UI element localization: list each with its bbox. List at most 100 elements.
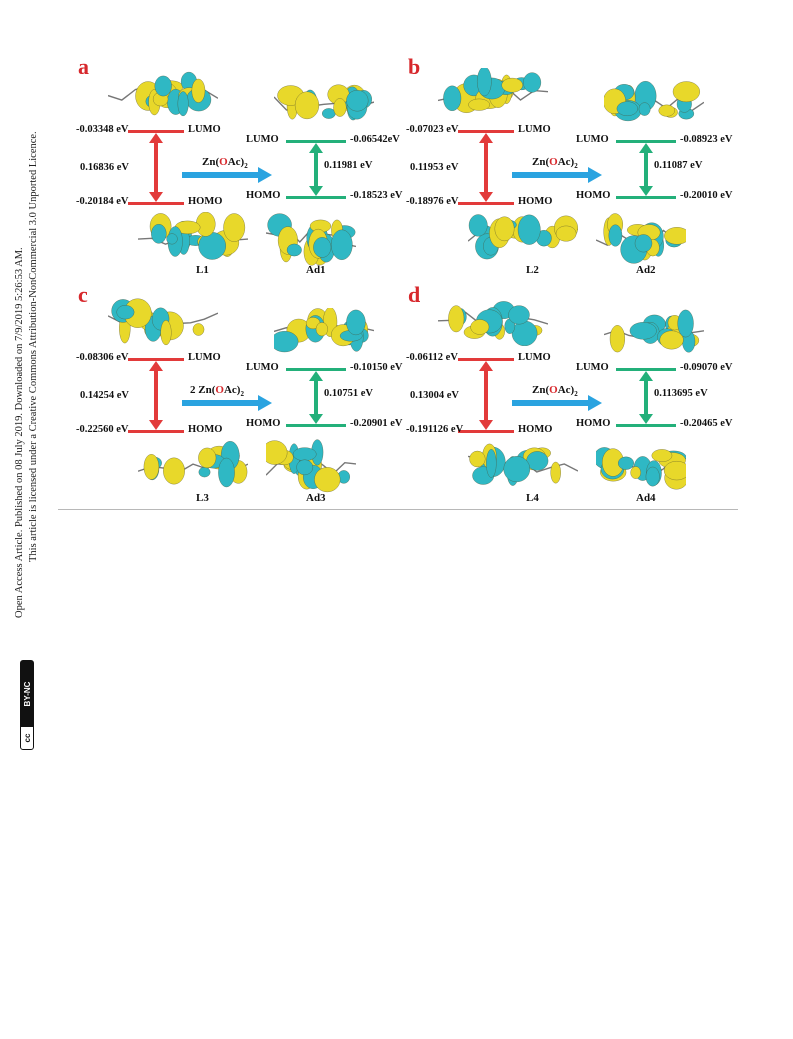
panel-a-ligand-gap-arrow [154,142,158,192]
panel-d-adduct-lumo-level [616,368,676,371]
reaction-arrow-head [588,167,602,183]
panel-a-adduct-homo-label: HOMO [246,190,281,201]
panel-a-adduct-arrow-down-head [309,186,323,196]
orbital-surface-image [138,441,248,488]
panel-b-adduct-gap-arrow [644,152,648,186]
panel-a-ligand-homo-label: HOMO [188,196,223,207]
panel-a-adduct-gap-arrow [314,152,318,186]
panel-d-adduct-homo-level [616,424,676,427]
panel-c-adduct-gap: 0.10751 eV [324,388,373,399]
panel-d-adduct-lumo-energy: -0.09070 eV [680,362,733,373]
panel-c-ligand-arrow-down-head [149,420,163,430]
panel-a-adduct-lumo-label: LUMO [246,134,279,145]
panel-b-ligand-gap: 0.11953 eV [410,162,459,173]
orbital-surface-image [468,443,578,486]
reaction-arrow-head [588,395,602,411]
panel-a-adduct-lumo-energy: -0.06542eV [350,134,400,145]
panel-c-adduct-homo-energy: -0.20901 eV [350,418,403,429]
oxygen-highlight: O [549,384,558,396]
orbital-surface-image [604,81,704,122]
reagent-label: Zn(OAc)2 [202,156,248,171]
panel-b-adduct-lumo-label: LUMO [576,134,609,145]
orbital-surface-image [266,213,356,266]
panel-b-ligand-arrow-down-head [479,192,493,202]
reaction-arrow [182,172,258,178]
panel-a-adduct-name: Ad1 [306,264,326,276]
reaction-arrow-head [258,167,272,183]
panel-c-ligand-lumo-label: LUMO [188,352,221,363]
panel-a-ligand-homo-level [128,202,184,205]
panel-c-adduct-homo-level [286,424,346,427]
reaction-arrow [512,400,588,406]
panel-c-letter: c [78,282,88,307]
panel-b-adduct-arrow-down-head [639,186,653,196]
panel-a-ligand-arrow-up-head [149,133,163,143]
panel-c-ligand-lumo-level [128,358,184,361]
panel-d-ligand-lumo-energy: -0.06112 eV [406,352,458,363]
orbital-surface-image [438,301,548,346]
panel-a-adduct-arrow-up-head [309,143,323,153]
reaction-arrow [182,400,258,406]
subscript: 2 [244,162,248,171]
panel-a-ligand-lumo-energy: -0.03348 eV [76,124,129,135]
panel-b-ligand-lumo-label: LUMO [518,124,551,135]
panel-d-adduct-name: Ad4 [636,492,656,504]
panel-d-ligand-gap-arrow [484,370,488,420]
panel-c-ligand-lumo-energy: -0.08306 eV [76,352,129,363]
panel-a-letter: a [78,54,89,79]
panel-d-ligand-homo-energy: -0.191126 eV [406,424,464,435]
oxygen-highlight: O [219,156,228,168]
panel-d-ligand-homo-label: HOMO [518,424,553,435]
panel-b-ligand-lumo-energy: -0.07023 eV [406,124,459,135]
oxygen-highlight: O [215,384,224,396]
panel-b-ligand-arrow-up-head [479,133,493,143]
orbital-surface-image [108,298,218,346]
panel-b-ligand-homo-energy: -0.18976 eV [406,196,459,207]
orbital-surface-image [266,439,356,493]
panel-a-adduct-homo-level [286,196,346,199]
panel-b-ligand-homo-level [458,202,514,205]
oxygen-highlight: O [549,156,558,168]
reaction-arrow-head [258,395,272,411]
panel-d-adduct-gap-arrow [644,380,648,414]
panel-b-ligand-lumo-level [458,130,514,133]
panel-d-ligand-name: L4 [526,492,539,504]
reagent-label: Zn(OAc)2 [532,156,578,171]
orbital-surface-image [596,213,686,264]
panel-b-adduct-homo-level [616,196,676,199]
panel-c-adduct-lumo-energy: -0.10150 eV [350,362,403,373]
panel-d-adduct-arrow-down-head [639,414,653,424]
cc-license-badge[interactable]: cc BY-NC [20,660,110,750]
panel-c-adduct-arrow-up-head [309,371,323,381]
panel-b-adduct-homo-label: HOMO [576,190,611,201]
panel-a-ligand-name: L1 [196,264,209,276]
reagent-label: Zn(OAc)2 [532,384,578,399]
orbital-surface-image [108,71,218,117]
panel-d-adduct-arrow-up-head [639,371,653,381]
panel-c-adduct-homo-label: HOMO [246,418,281,429]
panel-b-adduct-homo-energy: -0.20010 eV [680,190,733,201]
panel-a-ligand-arrow-down-head [149,192,163,202]
orbital-surface-image [604,309,704,353]
panel-c-adduct-name: Ad3 [306,492,326,504]
panel-d-ligand-gap: 0.13004 eV [410,390,459,401]
panel-b-ligand-gap-arrow [484,142,488,192]
by-nc-label: BY-NC [21,661,33,727]
panel-a-adduct-homo-energy: -0.18523 eV [350,190,403,201]
panel-d-adduct-homo-energy: -0.20465 eV [680,418,733,429]
panel-d-adduct-homo-label: HOMO [576,418,611,429]
panel-c-adduct-arrow-down-head [309,414,323,424]
orbital-surface-image [138,212,248,260]
panel-d-ligand-lumo-level [458,358,514,361]
panel-d-ligand-homo-level [458,430,514,433]
subscript: 2 [574,390,578,399]
panel-c-adduct-lumo-level [286,368,346,371]
reaction-arrow [512,172,588,178]
panel-d-adduct-gap: 0.113695 eV [654,388,708,399]
panel-c-ligand-gap: 0.14254 eV [80,390,129,401]
panel-d-letter: d [408,282,421,307]
panel-a-adduct-lumo-level [286,140,346,143]
panel-d-ligand-lumo-label: LUMO [518,352,551,363]
subscript: 2 [574,162,578,171]
